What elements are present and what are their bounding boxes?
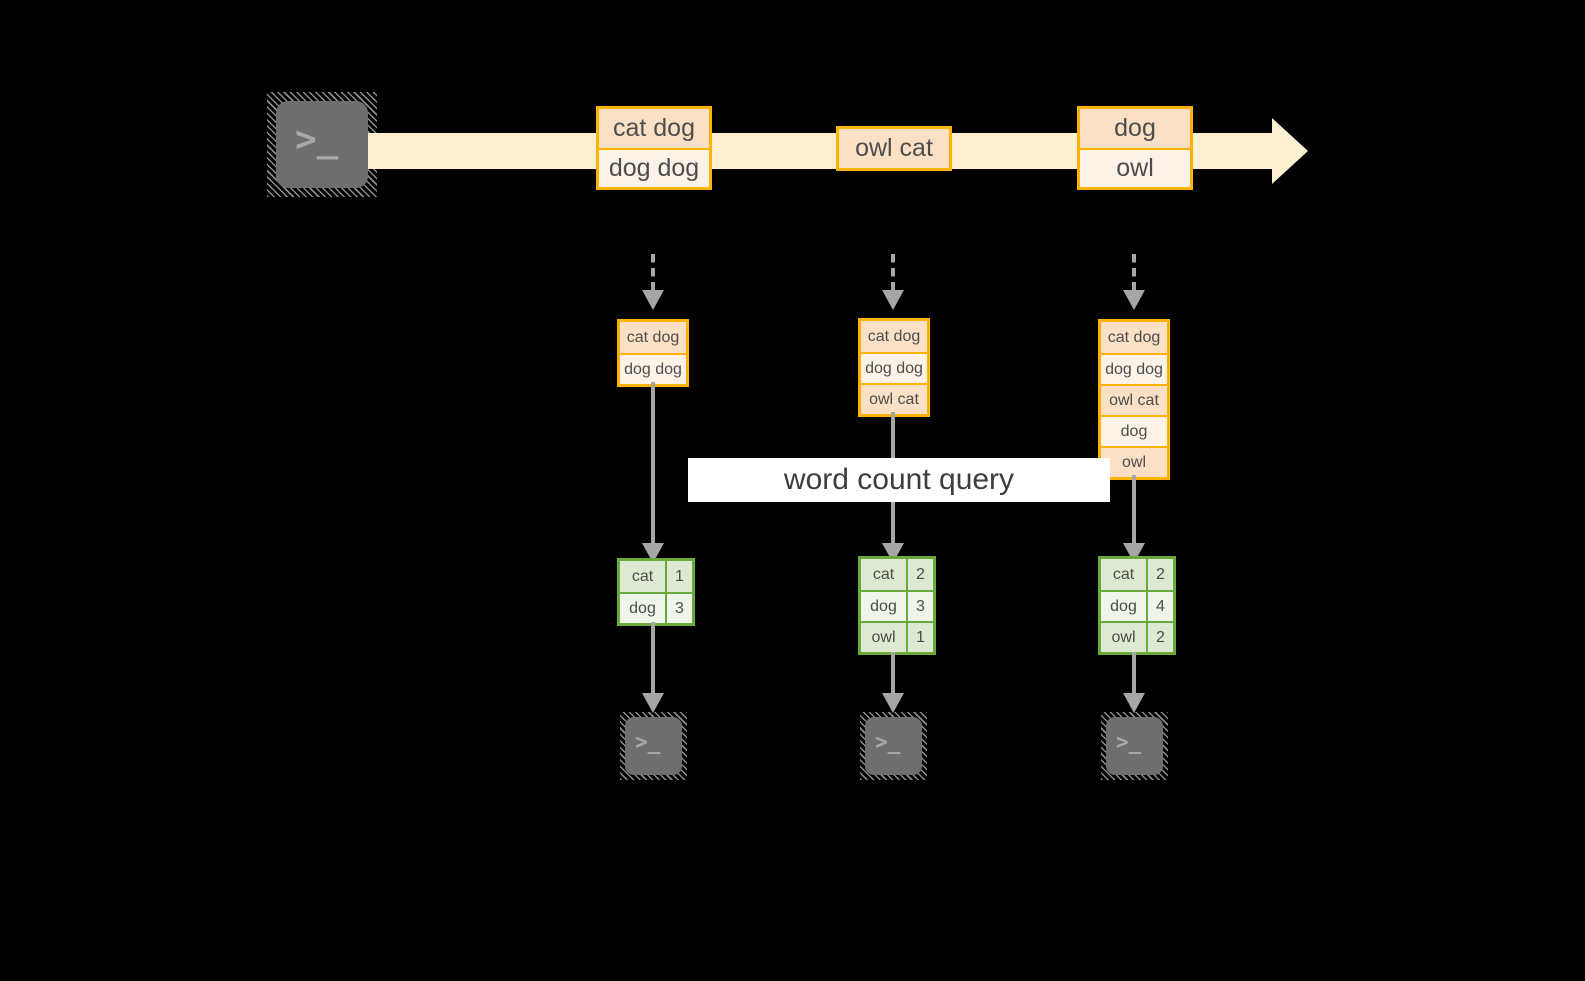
result-count: 2	[1146, 559, 1173, 590]
table-row: owl 1	[861, 621, 933, 652]
sink-arrowhead-2	[882, 693, 904, 713]
result-count: 1	[906, 623, 933, 652]
stream-tap-arrowhead-3	[1123, 290, 1145, 310]
accumulated-event-line: dog dog	[861, 352, 927, 383]
accumulated-event-line: cat dog	[861, 321, 927, 352]
sink-terminal-icon-3: >_	[1101, 712, 1168, 780]
terminal-prompt-icon: >_	[295, 119, 339, 160]
table-row: dog 3	[861, 590, 933, 621]
stream-tap-connector-2	[891, 254, 895, 294]
table-row: dog 3	[620, 592, 692, 623]
result-count: 1	[665, 561, 692, 592]
terminal-body	[625, 717, 682, 775]
result-count: 3	[665, 594, 692, 623]
query-connector-1	[651, 382, 655, 547]
result-word: dog	[620, 594, 665, 623]
result-word: owl	[1101, 623, 1146, 652]
accumulated-events-3[interactable]: cat dog dog dog owl cat dog owl	[1098, 319, 1170, 480]
sink-arrowhead-1	[642, 693, 664, 713]
stream-tap-connector-1	[651, 254, 655, 294]
stream-tap-connector-3	[1132, 254, 1136, 294]
result-table-3[interactable]: cat 2 dog 4 owl 2	[1098, 556, 1176, 655]
table-row: cat 2	[861, 559, 933, 590]
accumulated-event-line: owl cat	[861, 383, 927, 414]
accumulated-event-line: owl cat	[1101, 384, 1167, 415]
terminal-body	[865, 717, 922, 775]
table-row: owl 2	[1101, 621, 1173, 652]
stream-event-line: owl cat	[839, 129, 949, 168]
accumulated-event-line: owl	[1101, 446, 1167, 477]
stream-event-line: dog dog	[599, 148, 709, 187]
stream-event-line: owl	[1080, 148, 1190, 187]
terminal-prompt-icon: >_	[1116, 730, 1142, 754]
query-label: word count query	[688, 458, 1110, 502]
sink-connector-2	[891, 652, 895, 697]
result-count: 2	[906, 559, 933, 590]
result-word: dog	[1101, 592, 1146, 621]
stream-tap-arrowhead-1	[642, 290, 664, 310]
query-connector-3	[1132, 475, 1136, 547]
stream-event-batch-2[interactable]: owl cat	[836, 126, 952, 171]
accumulated-event-line: cat dog	[1101, 322, 1167, 353]
result-word: dog	[861, 592, 906, 621]
table-row: dog 4	[1101, 590, 1173, 621]
stream-event-batch-1[interactable]: cat dog dog dog	[596, 106, 712, 190]
event-stream-arrowhead	[1272, 118, 1308, 184]
accumulated-events-2[interactable]: cat dog dog dog owl cat	[858, 318, 930, 417]
table-row: cat 1	[620, 561, 692, 592]
sink-connector-3	[1132, 652, 1136, 697]
result-table-1[interactable]: cat 1 dog 3	[617, 558, 695, 626]
stream-event-batch-3[interactable]: dog owl	[1077, 106, 1193, 190]
accumulated-event-line: dog	[1101, 415, 1167, 446]
result-word: owl	[861, 623, 906, 652]
sink-terminal-icon-2: >_	[860, 712, 927, 780]
accumulated-events-1[interactable]: cat dog dog dog	[617, 319, 689, 387]
result-count: 2	[1146, 623, 1173, 652]
accumulated-event-line: dog dog	[1101, 353, 1167, 384]
sink-terminal-icon-1: >_	[620, 712, 687, 780]
result-table-2[interactable]: cat 2 dog 3 owl 1	[858, 556, 936, 655]
accumulated-event-line: cat dog	[620, 322, 686, 353]
sink-arrowhead-3	[1123, 693, 1145, 713]
result-count: 4	[1146, 592, 1173, 621]
terminal-prompt-icon: >_	[875, 730, 901, 754]
result-count: 3	[906, 592, 933, 621]
stream-tap-arrowhead-2	[882, 290, 904, 310]
terminal-body	[276, 101, 368, 188]
result-word: cat	[861, 559, 906, 590]
stream-event-line: cat dog	[599, 109, 709, 148]
terminal-body	[1106, 717, 1163, 775]
accumulated-event-line: dog dog	[620, 353, 686, 384]
stream-event-line: dog	[1080, 109, 1190, 148]
table-row: cat 2	[1101, 559, 1173, 590]
terminal-prompt-icon: >_	[635, 730, 661, 754]
sink-connector-1	[651, 622, 655, 697]
result-word: cat	[620, 561, 665, 592]
result-word: cat	[1101, 559, 1146, 590]
source-terminal-icon: >_	[267, 92, 377, 197]
